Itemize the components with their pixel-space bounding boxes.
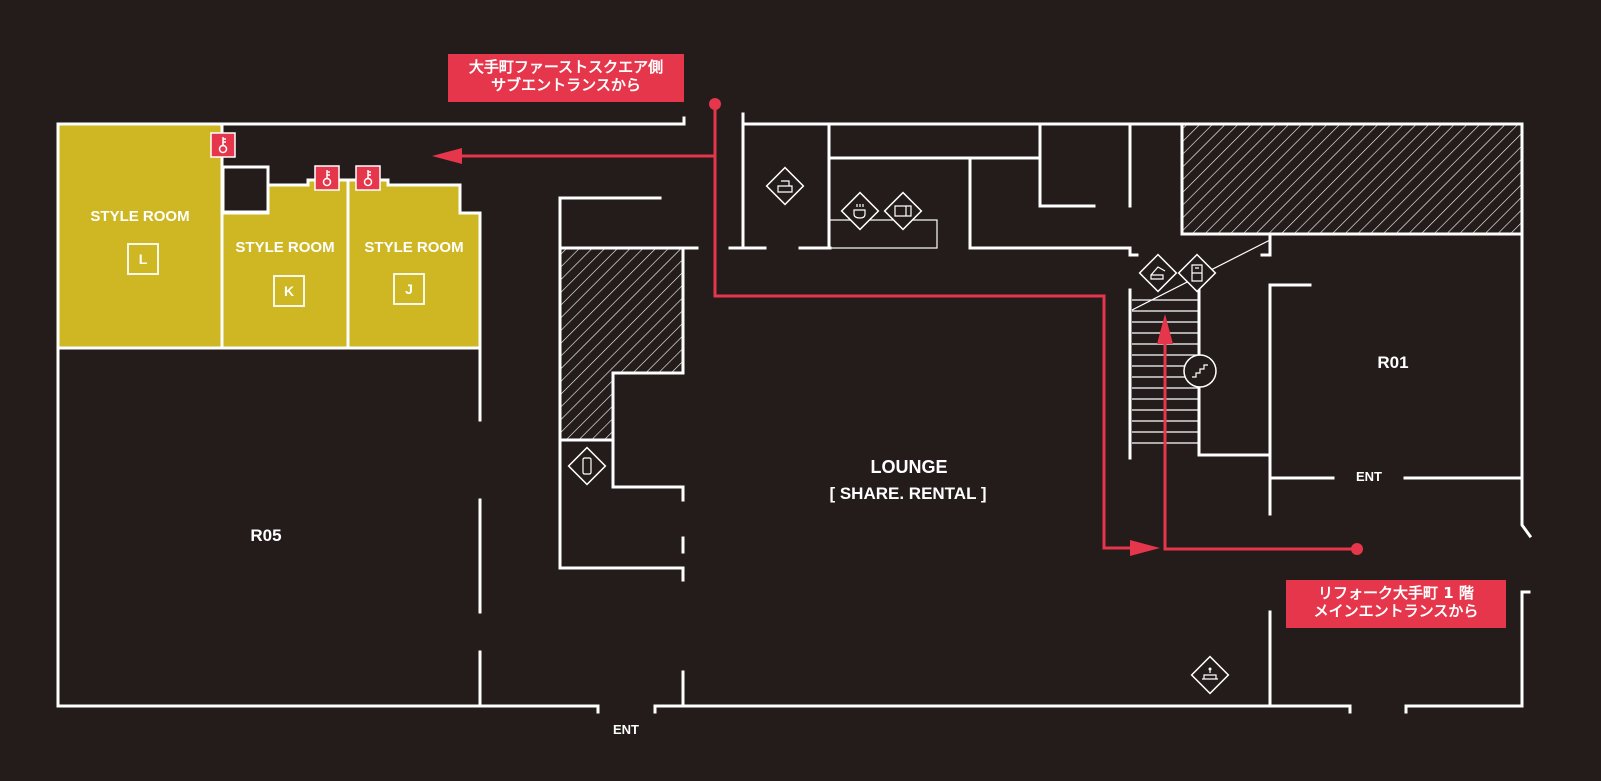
room-code-box-k <box>273 275 305 307</box>
callout-sub-entrance-line1: 大手町ファーストスクエア側 <box>468 58 664 76</box>
callout-sub-entrance-line2: サブエントランスから <box>491 76 641 94</box>
style-room-j[interactable] <box>346 178 482 350</box>
locker-icon <box>765 166 805 206</box>
hatched-area-left <box>558 246 685 442</box>
callout-sub-entrance: 大手町ファーストスクエア側 サブエントランスから <box>448 54 684 102</box>
reception-icon <box>1190 655 1230 695</box>
pillar <box>221 165 270 214</box>
stairs-icon <box>1183 354 1217 388</box>
kitchen-counter <box>828 219 938 249</box>
walls <box>56 112 1533 714</box>
style-room-l-code: L <box>139 251 148 267</box>
callout-main-entrance: リフォーク大手町 1 階 メインエントランスから <box>1286 580 1506 628</box>
print-icon <box>1138 253 1178 293</box>
style-room-j-code: J <box>405 281 413 297</box>
room-r05-label: R05 <box>250 526 281 545</box>
microwave-icon <box>883 191 923 231</box>
hatched-area-top-right <box>1180 122 1524 236</box>
phone-booth-icon <box>567 446 607 486</box>
style-room-j-label: STYLE ROOM <box>364 239 463 256</box>
vending-icon <box>1177 253 1217 293</box>
route-sub-entrance <box>432 98 1160 556</box>
entrance-bottom-label: ENT <box>613 722 639 737</box>
room-r01-label: R01 <box>1377 353 1408 372</box>
entrance-right-label: ENT <box>1356 469 1382 484</box>
coffee-icon <box>840 191 880 231</box>
room-code-box-l <box>127 243 159 275</box>
route-main-entrance <box>1157 314 1363 555</box>
room-code-box-j <box>393 273 425 305</box>
style-room-k-code: K <box>284 283 294 299</box>
callout-main-entrance-line1: リフォーク大手町 1 階 <box>1318 584 1474 602</box>
style-room-k-label: STYLE ROOM <box>235 239 334 256</box>
key-icon <box>314 165 340 191</box>
style-room-l[interactable] <box>56 122 224 350</box>
callout-main-entrance-line2: メインエントランスから <box>1313 602 1479 620</box>
lounge-label: LOUNGE <box>870 457 947 477</box>
lounge-sublabel: [ SHARE. RENTAL ] <box>829 484 986 503</box>
key-icon <box>355 165 381 191</box>
style-room-l-label: STYLE ROOM <box>90 208 189 225</box>
key-icon <box>210 132 236 158</box>
